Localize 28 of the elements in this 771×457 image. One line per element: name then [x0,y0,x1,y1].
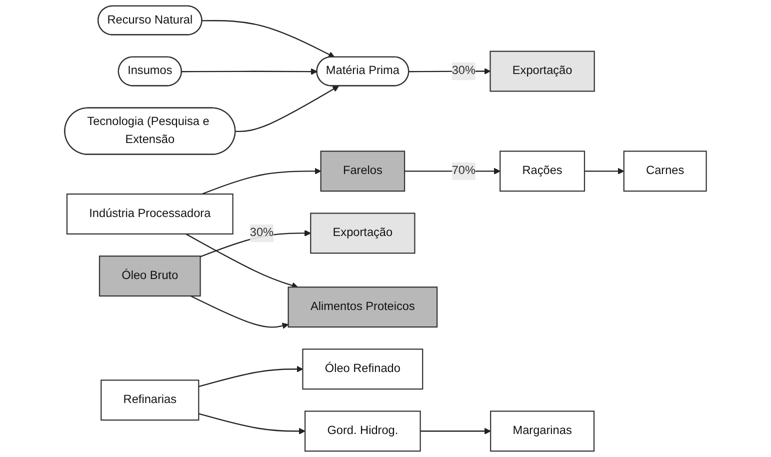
arrow [186,233,298,288]
arrow [202,168,322,195]
node-box: Carnes [623,150,707,192]
node-box: Exportação [490,50,595,92]
node-box: Óleo Bruto [98,256,201,297]
node-box: Margarinas [490,410,595,452]
node-box: Indústria Processadora [66,194,234,234]
arrow [198,413,306,434]
node-box: Rações [500,150,586,192]
arrow [408,68,491,75]
arrow [420,428,491,434]
node-box: Refinarias [100,380,200,421]
arrow [190,295,289,329]
node-box: Exportação [310,212,416,254]
edge-label: 70% [452,164,476,178]
edge-label: 30% [452,64,476,78]
arrow [202,20,335,58]
edge-label: 30% [250,226,274,240]
arrow [200,230,311,258]
node-box: Gord. Hidrog. [304,410,421,452]
node-box: Farelos [320,150,406,192]
arrow [404,168,500,174]
arrow [182,68,318,75]
arrow [235,86,340,132]
node-box: Alimentos Proteicos [288,286,438,328]
arrow [584,168,624,174]
arrow [198,366,304,388]
node-box: Óleo Refinado [302,348,424,390]
